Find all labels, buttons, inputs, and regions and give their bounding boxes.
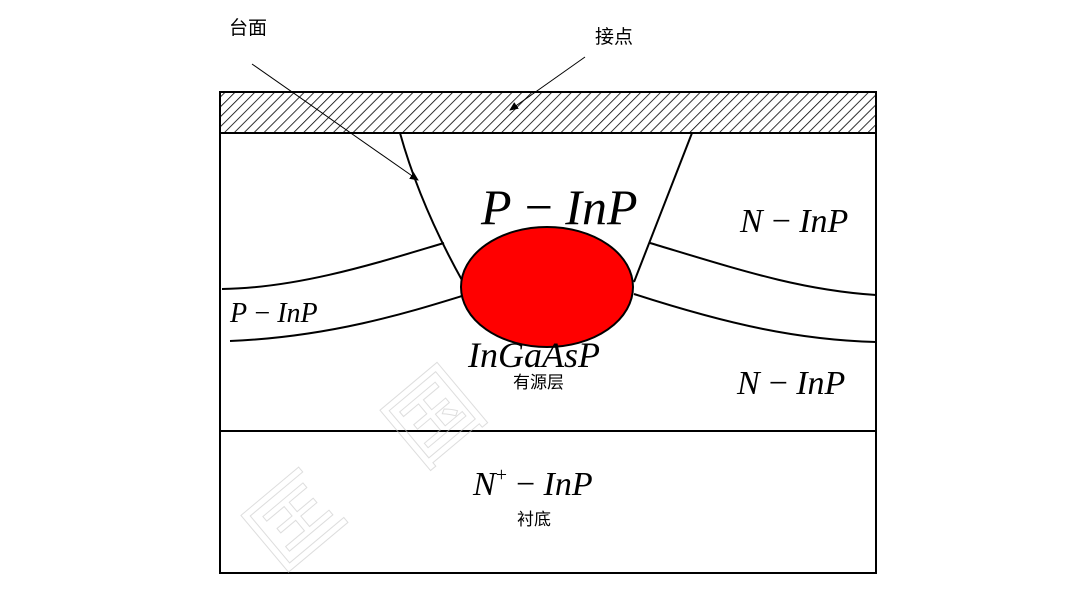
substrate-n: N bbox=[472, 466, 498, 503]
mesa-callout-label: 台面 bbox=[229, 17, 267, 39]
substrate-superscript: + bbox=[496, 464, 507, 486]
top-p-inp-label: P − InP bbox=[480, 179, 638, 235]
contact-leader-line bbox=[509, 56, 586, 111]
substrate-rest: − InP bbox=[507, 466, 593, 503]
right-upper-n-inp-label: N − InP bbox=[739, 203, 848, 240]
substrate-label: 衬底 bbox=[517, 510, 551, 530]
contact-callout-label: 接点 bbox=[595, 26, 633, 48]
left-p-inp-label: P − InP bbox=[229, 298, 318, 329]
active-material-label: InGaAsP bbox=[467, 335, 600, 375]
right-lower-n-inp-label: N − InP bbox=[736, 365, 845, 402]
left-lower-layer-boundary bbox=[229, 295, 463, 342]
active-region bbox=[460, 226, 634, 348]
right-lower-layer-boundary bbox=[633, 293, 877, 343]
substrate-n-inp-label: N+ − InP bbox=[472, 464, 593, 503]
right-upper-layer-boundary bbox=[649, 242, 877, 296]
contact-layer bbox=[219, 91, 877, 134]
active-layer-label: 有源层 bbox=[513, 373, 564, 393]
left-upper-layer-boundary bbox=[221, 242, 445, 290]
mesa-left-wall bbox=[399, 132, 464, 283]
watermark-char-2: 匡 bbox=[227, 454, 363, 592]
mesa-leader-line bbox=[251, 63, 419, 181]
mesa-right-wall bbox=[633, 132, 693, 283]
